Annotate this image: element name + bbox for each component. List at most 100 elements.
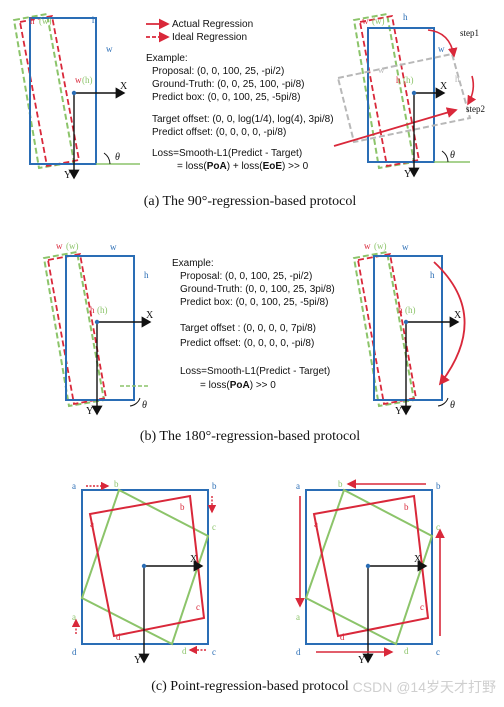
legend-ideal-label: Ideal Regression [172, 32, 247, 43]
target-offset-text: Target offset : (0, 0, 0, 0, 7pi/8) [180, 323, 316, 334]
watermark: CSDN @14岁天才打野 [353, 679, 496, 695]
origin-point [94, 319, 100, 325]
panel-a-left-diagram: h (w) h w w (h) X Y θ [12, 12, 140, 181]
ideal-box [42, 250, 106, 408]
label-w-blue: w [402, 242, 409, 252]
x-label: X [454, 310, 462, 321]
origin-point [141, 563, 147, 569]
predict-quad [312, 494, 430, 638]
proposal-box [367, 27, 435, 163]
predict-quad [88, 494, 206, 638]
proposal-text: Proposal: (0, 0, 100, 25, -pi/2) [180, 271, 312, 282]
origin-point [71, 90, 77, 96]
target-offset-text: Target offset: (0, 0, log(1/4), log(4), … [152, 114, 334, 125]
label-a-green: a [296, 612, 300, 622]
gray-rotated-box [336, 52, 472, 144]
y-label: Y [64, 170, 71, 181]
origin-point [365, 563, 371, 569]
step2-arrow [467, 75, 477, 106]
panel-a-right-diagram: w (w) h w h (h) w h step1 step2 X Y θ [333, 12, 485, 180]
label-w-paren: (w) [372, 16, 385, 26]
theta-arc [437, 397, 449, 407]
label-d-blue: d [72, 647, 77, 657]
panel-b: w (w) w h h (h) X Y θ Example: Proposal:… [42, 241, 466, 444]
label-c-red: c [196, 602, 200, 612]
loss-line-2: = loss(PoA) + loss(EoE) >> 0 [177, 161, 309, 172]
label-a-red: a [314, 519, 318, 529]
proposal-box [305, 489, 433, 645]
y-label: Y [395, 406, 402, 417]
x-label: X [440, 81, 448, 92]
label-d-green: d [404, 646, 409, 656]
ideal-box [352, 250, 416, 408]
proposal-box [373, 255, 443, 401]
label-w-paren: (w) [66, 241, 79, 251]
label-h-red: h [90, 305, 95, 315]
example-label: Example: [172, 258, 214, 269]
y-label: Y [86, 406, 93, 417]
label-d-red: d [116, 632, 121, 642]
label-d-green: d [182, 646, 187, 656]
label-a-green: a [72, 612, 76, 622]
panel-b-right-diagram: w (w) w h h (h) X Y θ [352, 241, 466, 417]
panel-a: h (w) h w w (h) X Y θ Actual Regression … [12, 12, 485, 209]
legend-actual-label: Actual Regression [172, 19, 253, 30]
x-label: X [190, 554, 198, 565]
example-label: Example: [146, 53, 188, 64]
proposal-box [29, 17, 97, 165]
step1-arrow [427, 29, 458, 58]
x-label: X [146, 310, 154, 321]
label-c-green: c [436, 522, 440, 532]
theta-label: θ [115, 152, 120, 163]
x-label: X [120, 81, 128, 92]
theta-label: θ [450, 150, 455, 161]
y-label: Y [134, 655, 141, 666]
label-h-red: h [398, 305, 403, 315]
proposal-box [65, 255, 135, 401]
caption-c: (c) Point-regression-based protocol [151, 679, 349, 694]
predict-offset-text: Predict offset: (0, 0, 0, 0, -pi/8) [180, 338, 314, 349]
legend: Actual Regression Ideal Regression [146, 18, 253, 43]
label-h-gray: h [455, 74, 460, 84]
origin-point [411, 90, 417, 96]
label-h-paren: (h) [97, 305, 108, 315]
panel-c-left-diagram: a b b a b c a c d d d c X Y [71, 479, 217, 666]
panel-c: a b b a b c a c d d d c X Y a [71, 479, 445, 694]
label-b-blue: b [212, 481, 217, 491]
theta-label: θ [450, 400, 455, 411]
label-w: w [56, 241, 63, 251]
label-w-paren: (w) [39, 16, 52, 26]
predict-box-text: Predict box: (0, 0, 100, 25, -5pi/8) [152, 92, 300, 103]
label-b-green: b [338, 479, 343, 489]
label-h-paren: (h) [405, 305, 416, 315]
label-d-red: d [340, 632, 345, 642]
label-w-paren: (w) [374, 241, 387, 251]
ground-truth-quad [304, 488, 434, 646]
origin-point [403, 319, 409, 325]
label-a-blue: a [296, 481, 300, 491]
x-label: X [414, 554, 422, 565]
label-h-red: h [396, 75, 401, 85]
label-w-blue: w [438, 44, 445, 54]
label-h-blue: h [403, 12, 408, 22]
label-h-paren: (h) [403, 75, 414, 85]
loss-line-2: = loss(PoA) >> 0 [200, 380, 276, 391]
panel-a-example: Example: Proposal: (0, 0, 100, 25, -pi/2… [146, 53, 334, 172]
label-w-blue: w [110, 242, 117, 252]
label-a-red: a [90, 519, 94, 529]
y-label: Y [358, 655, 365, 666]
label-h-blue: h [144, 270, 149, 280]
label-w: w [362, 16, 369, 26]
label-w: w [364, 241, 371, 251]
label-c-green: c [212, 522, 216, 532]
label-w-red: w [75, 75, 82, 85]
label-c-blue: c [436, 647, 440, 657]
label-h: h [30, 16, 35, 26]
loss-line-1: Loss=Smooth-L1(Predict - Target) [152, 148, 302, 159]
caption-b: (b) The 180°-regression-based protocol [140, 429, 360, 444]
label-h-paren: (h) [82, 75, 93, 85]
theta-arc [441, 150, 449, 163]
panel-c-right-diagram: a b b a b c a c d d d c X Y [295, 479, 445, 666]
label-w-gray: w [378, 65, 385, 75]
